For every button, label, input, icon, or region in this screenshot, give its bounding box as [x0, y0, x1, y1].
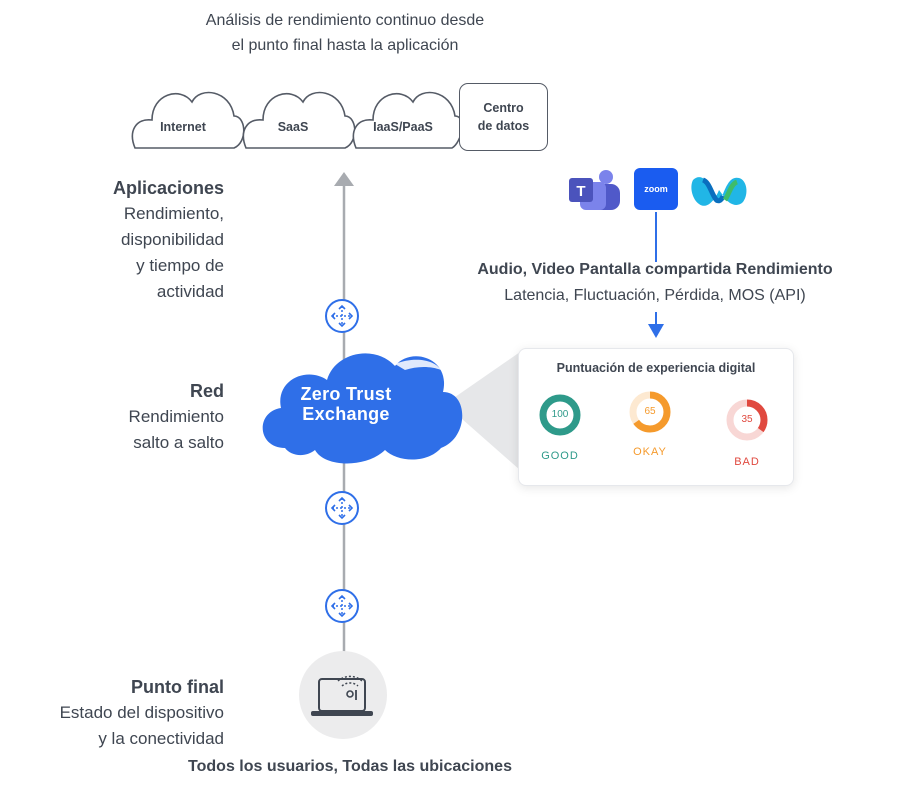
saas-cloud: [242, 91, 356, 149]
collab-connector: [648, 212, 664, 338]
svg-text:T: T: [576, 183, 585, 200]
gauge-label-okay: OKAY: [633, 446, 667, 458]
diagram-title: Análisis de rendimiento continuo desde e…: [120, 8, 570, 58]
hop-icon: [325, 491, 359, 525]
iaas-label: IaaS/PaaS: [373, 120, 433, 134]
network-line1: Rendimiento: [128, 407, 224, 426]
iaas-cloud: [352, 91, 460, 149]
zoom-icon: zoom: [634, 168, 678, 210]
network-title: Red: [189, 381, 224, 401]
endpoint-line1: Estado del dispositivo: [59, 703, 224, 722]
hop-icon: [325, 299, 359, 333]
digital-score-card: Puntuación de experiencia digital 100 65…: [518, 348, 794, 486]
gauge-label-bad: BAD: [734, 456, 760, 468]
collab-subtitle: Latencia, Fluctuación, Pérdida, MOS (API…: [504, 287, 806, 304]
score-gauges: [539, 391, 768, 441]
digital-score-title: Puntuación de experiencia digital: [556, 361, 756, 375]
zero-trust-cloud: [262, 352, 520, 470]
footer-caption: Todos los usuarios, Todas las ubicacione…: [188, 758, 512, 775]
zero-trust-label-line1: Zero Trust: [300, 384, 392, 404]
applications-line1: Rendimiento,: [123, 204, 224, 223]
diagram-title-line2: el punto final hasta la aplicación: [231, 37, 459, 54]
applications-line4: actividad: [156, 282, 224, 301]
down-arrow-icon: [648, 324, 664, 338]
laptop-icon: [299, 651, 387, 739]
endpoint-block: Punto final Estado del dispositivo y la …: [0, 674, 224, 752]
webex-icon: [691, 177, 747, 206]
datacenter-label-line2: de datos: [477, 119, 530, 133]
internet-cloud: [131, 91, 245, 149]
callout-cone: [445, 352, 520, 470]
gauge-label-good: GOOD: [541, 450, 579, 462]
network-line2: salto a salto: [133, 433, 224, 452]
endpoint-line2: y la conectividad: [98, 729, 224, 748]
up-arrow-icon: [334, 172, 354, 186]
network-block: Red Rendimiento salto a salto: [0, 378, 224, 456]
gauge-arc-bad: [726, 399, 768, 441]
collab-title: Audio, Video Pantalla compartida Rendimi…: [477, 261, 833, 278]
gauge-value-bad: 35: [741, 414, 753, 425]
diagram-title-line1: Análisis de rendimiento continuo desde: [205, 12, 485, 29]
datacenter-label-line1: Centro: [483, 101, 524, 115]
internet-label: Internet: [160, 120, 206, 134]
gauge-arc-okay: [629, 391, 671, 433]
applications-block: Aplicaciones Rendimiento, disponibilidad…: [0, 175, 224, 305]
datacenter-box: Centro de datos: [459, 83, 548, 151]
applications-line2: disponibilidad: [120, 230, 224, 249]
zoom-icon-text: zoom: [644, 184, 668, 194]
applications-line3: y tiempo de: [136, 256, 224, 275]
gauge-value-okay: 65: [644, 406, 656, 417]
endpoint-title: Punto final: [131, 677, 224, 697]
zero-trust-label-line2: Exchange: [302, 404, 390, 424]
destination-clouds: [131, 91, 460, 149]
applications-title: Aplicaciones: [112, 178, 224, 198]
hop-icon: [325, 589, 359, 623]
teams-icon: T: [569, 170, 620, 210]
zero-trust-label: Zero Trust Exchange: [276, 384, 416, 424]
gauge-value-good: 100: [551, 409, 569, 420]
gauge-arc-good: [539, 394, 581, 436]
saas-label: SaaS: [277, 120, 309, 134]
